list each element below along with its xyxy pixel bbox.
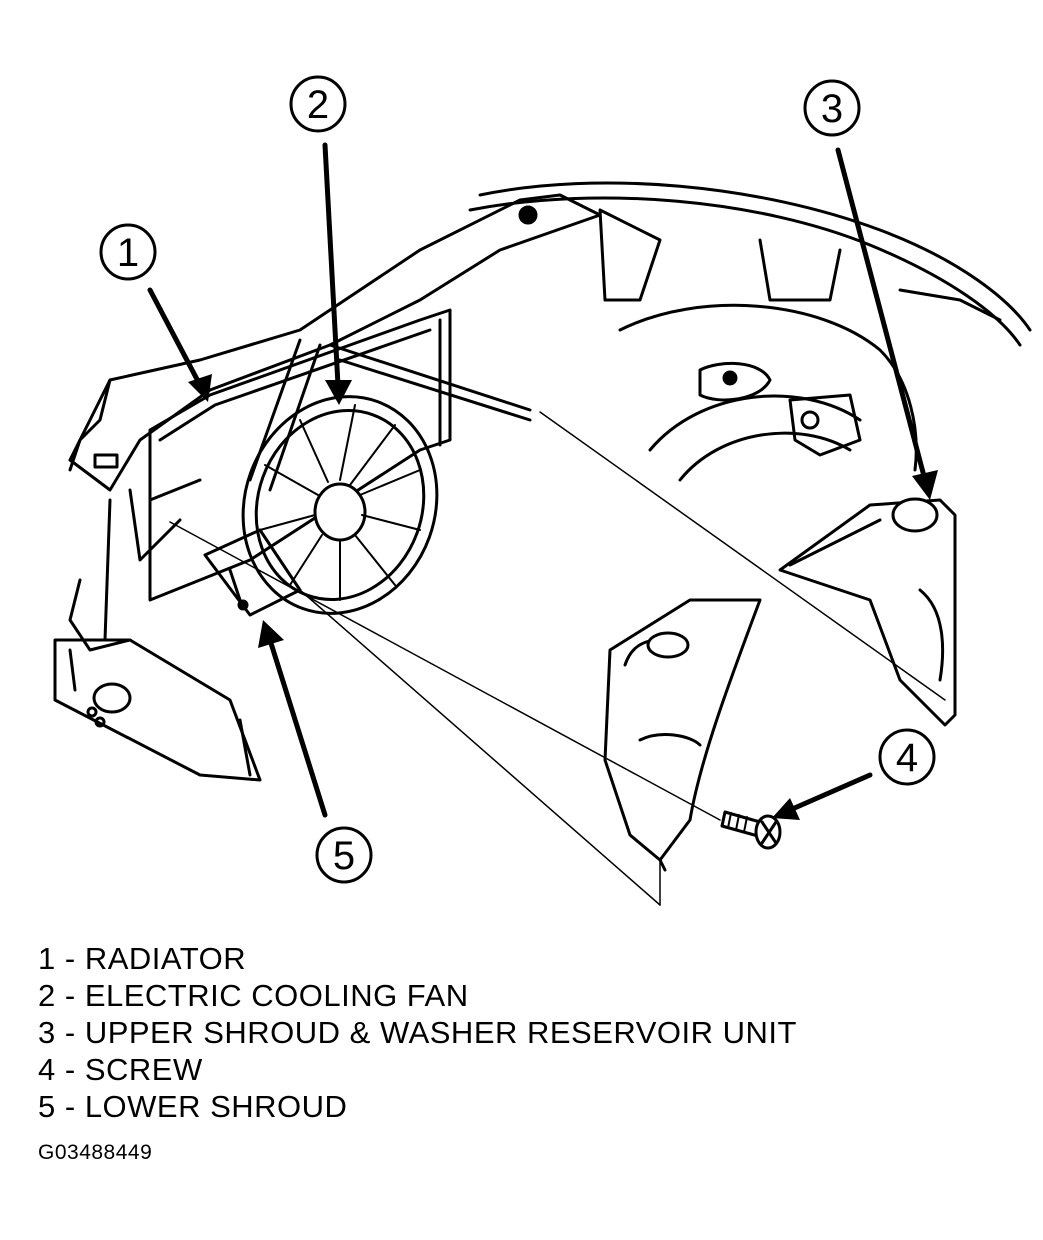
legend-label: UPPER SHROUD & WASHER RESERVOIR UNIT [84,1015,797,1050]
callout-2: 2 [289,75,347,133]
callout-3: 3 [803,79,861,137]
electric-cooling-fan [241,395,439,615]
legend-item: 5 - LOWER SHROUD [38,1089,348,1124]
legend-num: 1 [38,941,56,976]
legend-num: 4 [38,1052,56,1087]
callout-4: 4 [878,728,936,786]
fender-outline [468,181,1032,347]
callout-5: 5 [315,826,373,884]
callout-1: 1 [99,223,157,281]
legend-label: RADIATOR [84,941,247,976]
figure-id: G03488449 [38,1141,153,1164]
lower-shroud [203,528,302,617]
radiator [148,308,452,602]
legend-item: 4 - SCREW [38,1052,203,1087]
callout-arrows [147,142,938,820]
engine-bay-diagram: 1 2 3 4 5 [53,75,1032,906]
wheel-well [618,303,918,482]
callout-3-label: 3 [821,87,843,131]
legend-label: ELECTRIC COOLING FAN [84,978,469,1013]
legend-num: 3 [38,1015,56,1050]
parts-legend: 1 - RADIATOR 2 - ELECTRIC COOLING FAN 3 … [38,940,797,1125]
callout-5-label: 5 [333,834,355,878]
legend-item: 2 - ELECTRIC COOLING FAN [38,978,469,1013]
bumper-beam [53,488,262,782]
callout-1-label: 1 [117,231,139,275]
legend-num: 2 [38,978,56,1013]
upper-shroud-washer-reservoir [603,497,957,872]
legend-label: SCREW [84,1052,203,1087]
legend-num: 5 [38,1089,56,1124]
alignment-lines [169,411,946,906]
screw [720,810,782,850]
legend-item: 3 - UPPER SHROUD & WASHER RESERVOIR UNIT [38,1015,797,1050]
legend-label: LOWER SHROUD [84,1089,348,1124]
callout-2-label: 2 [307,83,329,127]
callout-4-label: 4 [896,736,918,780]
legend-item: 1 - RADIATOR [38,941,247,976]
